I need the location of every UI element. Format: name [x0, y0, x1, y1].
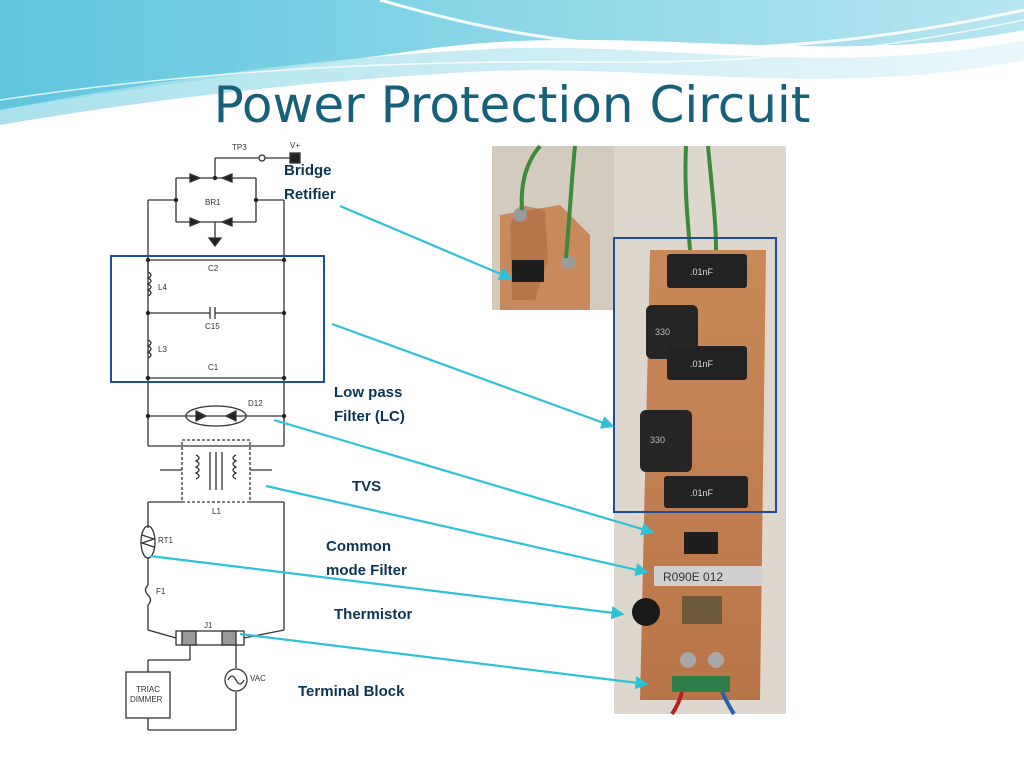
circuit-schematic [125, 152, 301, 731]
bridge-rectifier-photo [492, 144, 614, 310]
label-bridge-rectifier: Bridge Retifier [284, 162, 336, 203]
arrow-bridge [339, 204, 513, 280]
label-terminal-block: Terminal Block [298, 683, 405, 700]
svg-text:C15: C15 [205, 322, 220, 331]
label-thermistor: Thermistor [334, 606, 413, 623]
svg-text:V+: V+ [290, 141, 300, 150]
svg-text:.01nF: .01nF [690, 359, 714, 369]
svg-text:L1: L1 [212, 507, 221, 516]
triac-dimmer-line1: TRIAC [136, 685, 160, 694]
svg-text:VAC: VAC [250, 674, 266, 683]
arrow-terminal [239, 632, 649, 690]
label-low-pass-filter: Low pass Filter (LC) [334, 384, 405, 425]
board-lc-highlight-box [613, 237, 777, 513]
svg-text:J1: J1 [204, 621, 213, 630]
header-waves [0, 0, 1024, 125]
svg-text:R090E 012: R090E 012 [663, 570, 723, 584]
slide-title: Power Protection Circuit [213, 76, 811, 134]
schematic-designators: TP3 V+ BR1 C2 L4 C15 L3 C1 D12 L1 RT1 F1… [130, 141, 300, 704]
callout-arrows [149, 204, 655, 690]
arrow-lowpass [331, 322, 615, 429]
lc-filter-highlight-box [110, 255, 325, 383]
schematic-junctions [145, 175, 287, 419]
arrow-tvs [273, 418, 655, 536]
triac-dimmer-line2: DIMMER [130, 695, 163, 704]
svg-text:C2: C2 [208, 264, 219, 273]
svg-text:BR1: BR1 [205, 198, 221, 207]
svg-text:L3: L3 [158, 345, 167, 354]
svg-text:330: 330 [650, 435, 665, 445]
label-common-mode-filter: Common mode Filter [326, 538, 407, 579]
arrow-cmf [265, 484, 649, 577]
svg-text:L4: L4 [158, 283, 167, 292]
svg-text:330: 330 [655, 327, 670, 337]
svg-text:.01nF: .01nF [690, 267, 714, 277]
svg-text:F1: F1 [156, 587, 166, 596]
arrow-thermistor [149, 554, 625, 620]
svg-text:C1: C1 [208, 363, 219, 372]
svg-text:.01nF: .01nF [690, 488, 714, 498]
pcb-board-photo: .01nF 330 .01nF 330 .01nF R090E 012 [614, 145, 786, 716]
svg-text:D12: D12 [248, 399, 263, 408]
label-tvs: TVS [352, 478, 382, 495]
svg-text:TP3: TP3 [232, 143, 247, 152]
svg-text:RT1: RT1 [158, 536, 174, 545]
